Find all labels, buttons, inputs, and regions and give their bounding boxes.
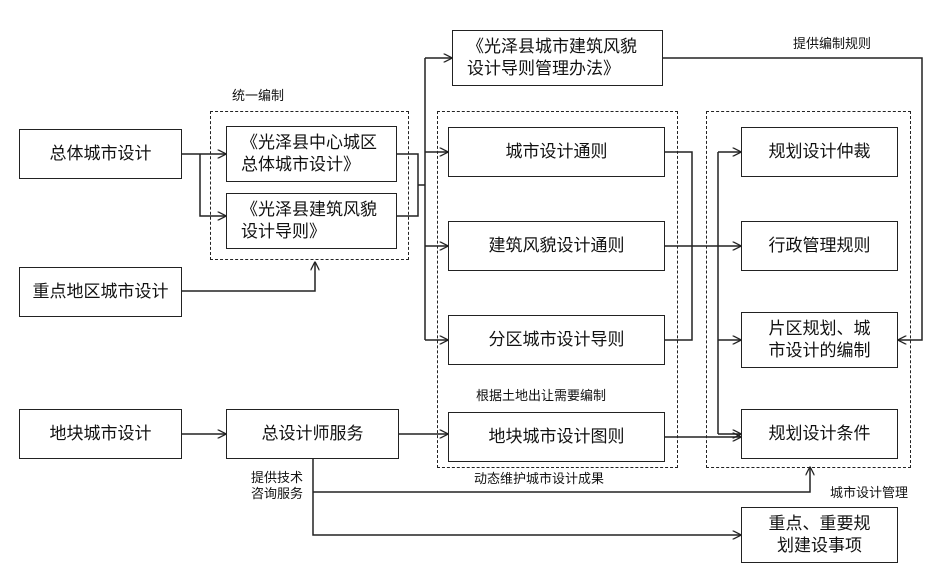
node-center-city-design: 《光泽县中心城区总体城市设计》 — [226, 126, 397, 182]
label-tech-consult: 提供技术 咨询服务 — [251, 471, 304, 502]
label-provide-rules: 提供编制规则 — [793, 37, 872, 52]
node-key-area-city-design: 重点地区城市设计 — [19, 267, 182, 317]
general-rules-group — [437, 111, 678, 468]
label-city-design-management: 城市设计管理 — [830, 486, 909, 501]
node-plot-rules: 地块城市设计图则 — [448, 412, 665, 462]
node-overall-city-design: 总体城市设计 — [19, 129, 182, 179]
node-key-items: 重点、重要规划建设事项 — [741, 507, 898, 563]
label-land-transfer: 根据土地出让需要编制 — [476, 389, 607, 404]
label-dynamic-maintenance: 动态维护城市设计成果 — [474, 472, 605, 487]
node-general-rules: 城市设计通则 — [448, 127, 665, 177]
node-management-measures: 《光泽县城市建筑风貌设计导则管理办法》 — [452, 30, 663, 86]
node-plot-city-design: 地块城市设计 — [19, 409, 182, 459]
unified-group — [210, 111, 409, 260]
node-zone-plan: 片区规划、城市设计的编制 — [741, 312, 898, 368]
node-master-designer-service: 总设计师服务 — [226, 409, 399, 459]
node-arbitration: 规划设计仲裁 — [741, 127, 898, 177]
node-admin-rules: 行政管理规则 — [741, 221, 898, 271]
node-architecture-rules: 建筑风貌设计通则 — [448, 221, 665, 271]
node-zone-guide: 分区城市设计导则 — [448, 315, 665, 365]
node-architecture-guide: 《光泽县建筑风貌设计导则》 — [226, 193, 397, 249]
management-group — [706, 111, 911, 468]
label-unified: 统一编制 — [232, 89, 285, 104]
node-design-conditions: 规划设计条件 — [741, 409, 898, 459]
